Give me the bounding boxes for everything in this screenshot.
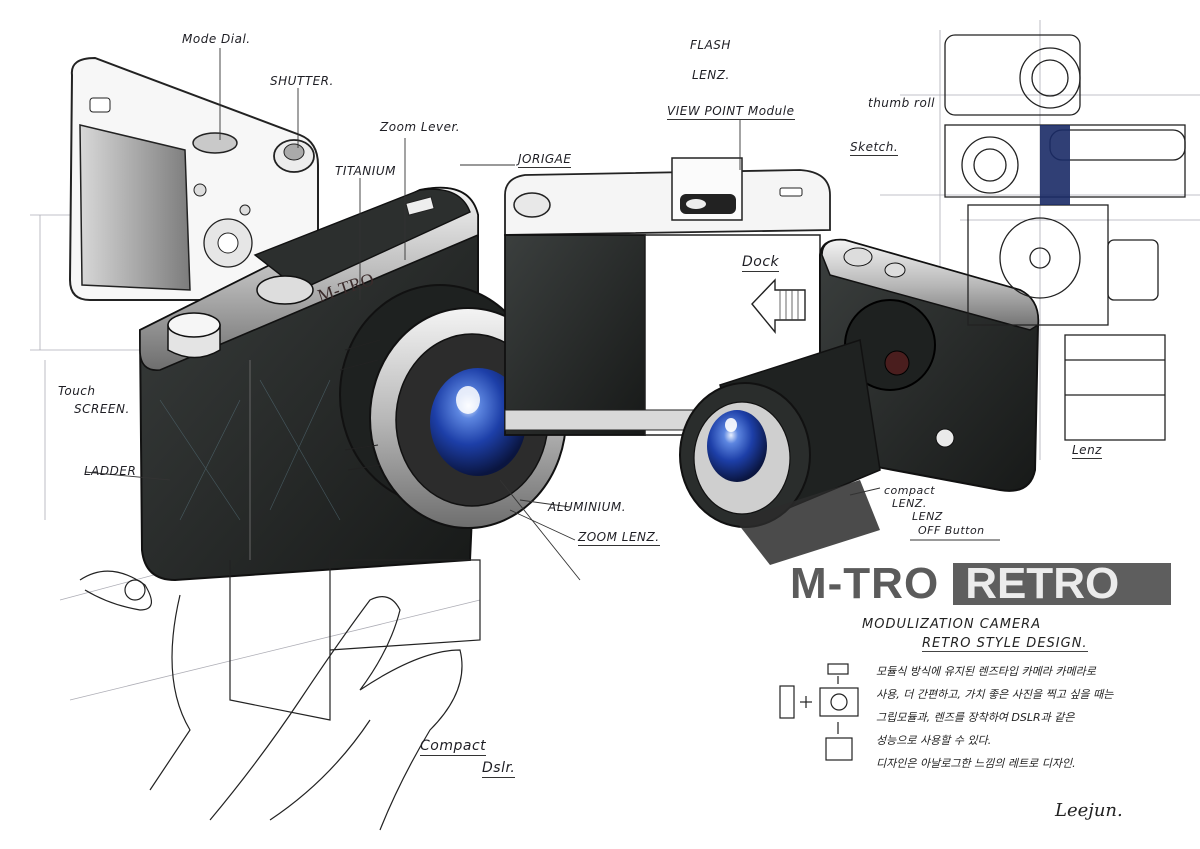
hand-face-sketch bbox=[79, 550, 481, 831]
label-zoom-lever: Zoom Lever. bbox=[380, 120, 461, 134]
camera-front-right bbox=[679, 238, 1040, 565]
dock-arrow bbox=[751, 278, 806, 334]
subtitle-line2: RETRO STYLE DESIGN. bbox=[922, 636, 1088, 652]
label-compact-lenz-line2: LENZ. bbox=[892, 497, 927, 510]
label-view-point-module: VIEW POINT Module bbox=[667, 104, 795, 120]
title-banner: M-TRO RETRO bbox=[790, 559, 1172, 608]
label-titanium: TITANIUM bbox=[335, 164, 396, 178]
label-compact-dslr-line2: Dslr. bbox=[482, 760, 516, 778]
mini-modular-diagram bbox=[779, 663, 859, 761]
description-line: 그립모듈과, 렌즈를 장착하여 DSLR과 같은 bbox=[876, 711, 1075, 724]
subtitle-line1: MODULIZATION CAMERA bbox=[862, 617, 1042, 632]
label-sketch: Sketch. bbox=[850, 140, 899, 156]
label-lenz: LENZ. bbox=[692, 68, 730, 82]
label-jorigae: JORIGAE bbox=[518, 152, 572, 168]
title-secondary: RETRO bbox=[953, 562, 1172, 606]
signature: Leejun. bbox=[1055, 800, 1123, 821]
label-flash: FLASH bbox=[690, 38, 731, 52]
camera-rear-middle bbox=[504, 157, 831, 436]
label-touch-screen-line2: SCREEN. bbox=[74, 402, 130, 416]
description-line: 사용, 더 간편하고, 가치 좋은 사진을 찍고 싶을 때는 bbox=[876, 688, 1114, 701]
label-dock: Dock bbox=[742, 254, 780, 272]
label-lenz-module: Lenz bbox=[1072, 443, 1102, 459]
label-touch-screen-line1: Touch bbox=[58, 384, 96, 398]
label-compact-lenz-line1: compact bbox=[884, 484, 936, 497]
description-line: 디자인은 아날로그한 느낌의 레트로 디자인. bbox=[876, 757, 1076, 770]
label-thumb-roll: thumb roll bbox=[868, 96, 935, 110]
description-line: 성능으로 사용할 수 있다. bbox=[876, 734, 992, 747]
label-aluminium: ALUMINIUM. bbox=[548, 500, 627, 514]
label-compact-dslr-line1: Compact bbox=[420, 738, 487, 756]
label-ladder: LADDER bbox=[84, 464, 137, 478]
label-mode-dial: Mode Dial. bbox=[182, 32, 251, 46]
label-lenz-off-line2: OFF Button bbox=[918, 524, 985, 537]
blue-strap-accent bbox=[1040, 125, 1070, 205]
title-primary: M-TRO bbox=[790, 559, 940, 608]
description-block: 모듈식 방식에 유지된 렌즈타입 카메라 카메라로 사용, 더 간편하고, 가치… bbox=[876, 660, 1176, 775]
label-lenz-off-line1: LENZ bbox=[912, 510, 943, 523]
label-zoom-lenz: ZOOM LENZ. bbox=[578, 530, 660, 546]
description-line: 모듈식 방식에 유지된 렌즈타입 카메라 카메라로 bbox=[876, 665, 1096, 678]
camera-back-view bbox=[68, 56, 319, 301]
label-shutter: SHUTTER. bbox=[270, 74, 334, 88]
camera-front-main: M-TRO bbox=[138, 186, 567, 582]
leader-lines bbox=[84, 48, 1000, 581]
